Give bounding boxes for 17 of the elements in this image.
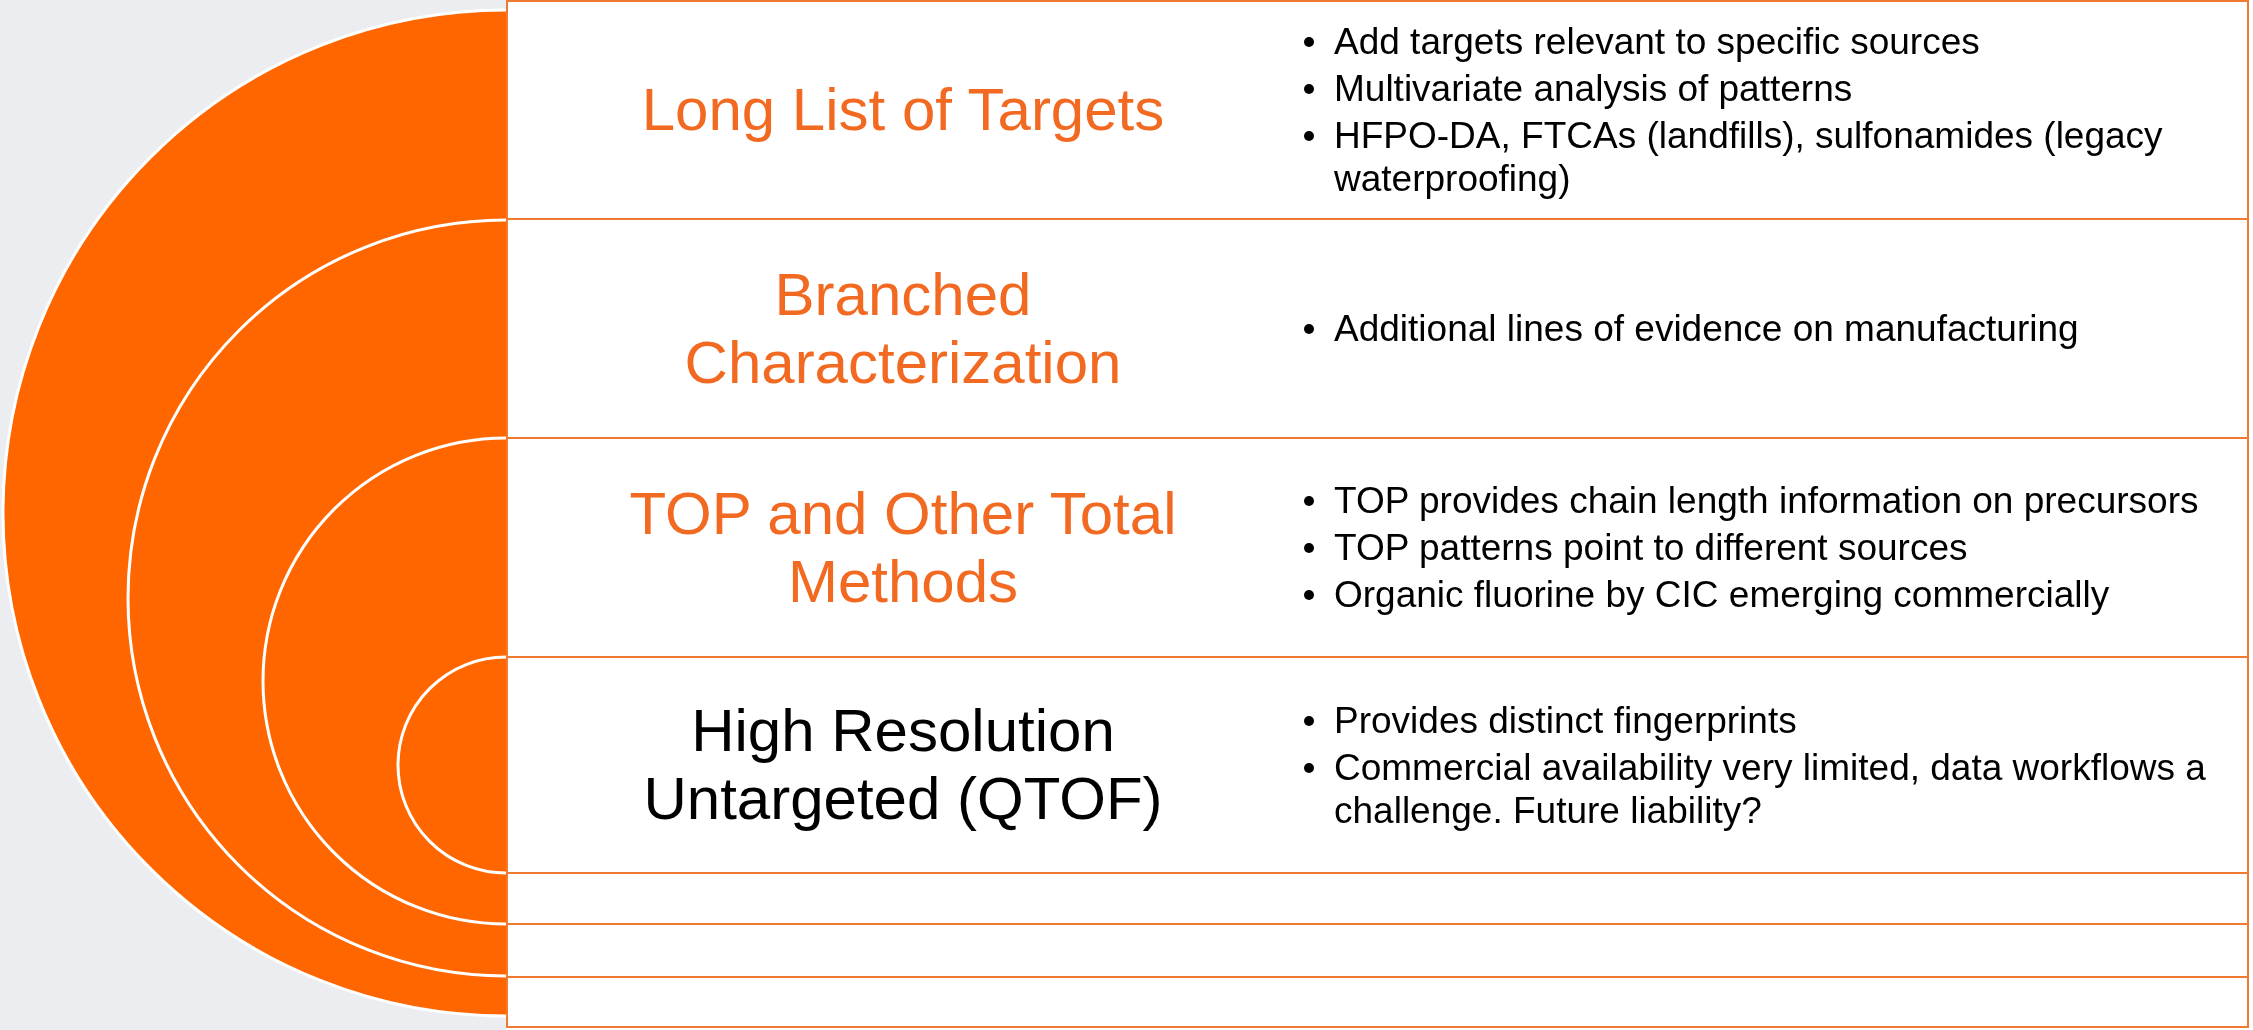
row-heading: TOP and Other Total Methods	[628, 479, 1178, 616]
bullet-item: Provides distinct fingerprints	[1334, 699, 1797, 741]
row-heading: High Resolution Untargeted (QTOF)	[642, 697, 1164, 833]
bullet-item: Commercial availability very limited, data workflows a challenge. Future liability?	[1334, 746, 2206, 831]
bullet-item: Organic fluorine by CIC emerging commercially	[1334, 574, 2110, 615]
layer-row	[506, 0, 2249, 220]
layer-row	[506, 437, 2249, 658]
row-heading: Long List of Targets	[641, 76, 1165, 144]
layer-row	[506, 656, 2249, 874]
bullet-item: HFPO-DA, FTCAs (landfills), sulfonamides (legacy waterproofing)	[1334, 115, 2163, 199]
row-heading: Branched Characterization	[683, 260, 1123, 397]
bullet-item: TOP provides chain length information on precursors	[1334, 480, 2199, 521]
bullet-item: Additional lines of evidence on manufacturing	[1334, 308, 2079, 349]
bullet-item: TOP patterns point to different sources	[1334, 527, 1968, 568]
layer-row	[506, 218, 2249, 439]
bullet-item: Add targets relevant to specific sources	[1334, 21, 1980, 62]
bullet-item: Multivariate analysis of patterns	[1334, 68, 1853, 109]
